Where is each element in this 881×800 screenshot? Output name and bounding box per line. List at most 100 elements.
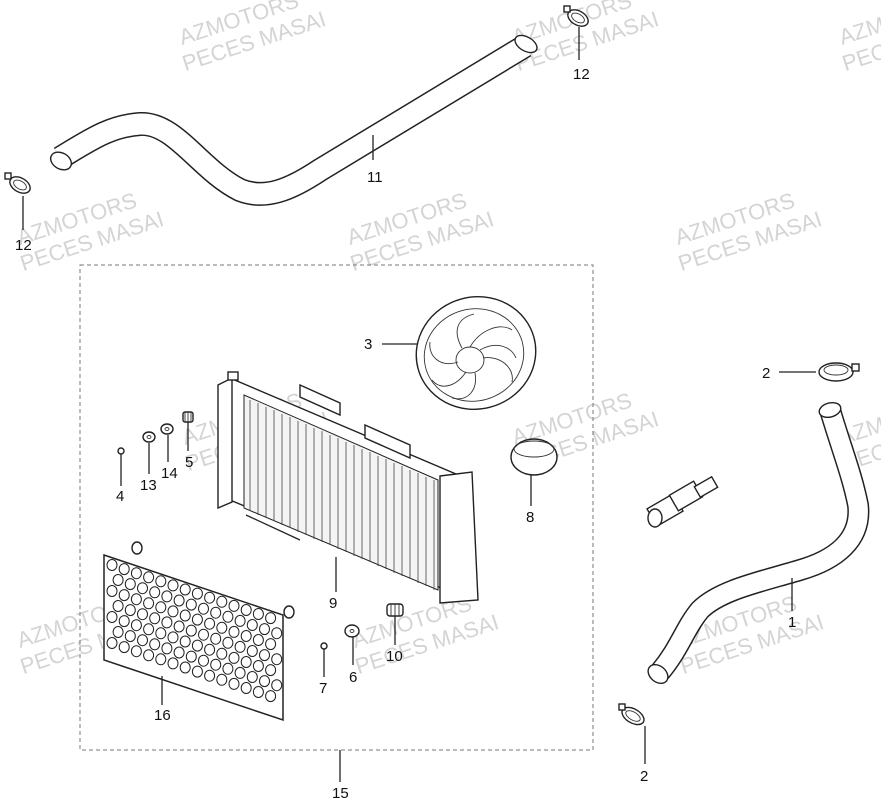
grille-hole (228, 651, 240, 664)
grille-hole (234, 666, 246, 679)
grille-hole (198, 654, 209, 667)
grille-hole (155, 627, 167, 640)
grille-hole (143, 649, 155, 662)
grille-hole (173, 620, 185, 633)
grille-hex-pattern (106, 559, 283, 703)
grille-hole (204, 617, 216, 630)
grommet-part-10 (386, 603, 404, 617)
grille-hole (179, 635, 191, 648)
washer-part-6 (344, 624, 360, 638)
watermark-1: AZMOTORS PECES MASAI (176, 0, 329, 76)
grille-hole (222, 610, 234, 623)
radiator-cap-part-8 (510, 438, 558, 476)
watermark-4: AZMOTORS PECES MASAI (14, 188, 167, 276)
grille-hole (161, 590, 173, 603)
callout-4: 4 (116, 488, 124, 505)
watermark-6: AZMOTORS PECES MASAI (672, 188, 825, 276)
grille-hole (106, 585, 118, 597)
temperature-sensor (646, 475, 719, 528)
callout-6: 6 (349, 669, 357, 686)
grille-hole (143, 597, 155, 610)
hose-clamp-right (818, 362, 860, 382)
grille-hole (271, 679, 283, 692)
grille-hole (246, 645, 258, 657)
callout-11: 11 (367, 169, 383, 186)
grille-hole (155, 653, 167, 666)
lower-hose (647, 401, 870, 685)
grille-hole (112, 626, 124, 638)
watermark-3: AZMOTORS PECES MASAI (836, 0, 881, 76)
callout-10: 10 (386, 648, 403, 665)
grille-hole (191, 639, 203, 652)
grille-hole (155, 601, 167, 614)
grille-hole (124, 578, 136, 591)
grille-hole (167, 579, 179, 592)
grille-hole (234, 614, 246, 627)
grille-hole (185, 650, 197, 663)
grille-hole (210, 606, 222, 619)
callout-5: 5 (185, 454, 193, 471)
callout-labels: 12 11 12 3 2 4 13 14 5 8 9 1 10 6 7 16 2… (15, 66, 796, 800)
grille-hole (246, 671, 258, 683)
grille-hole (179, 661, 191, 674)
grille-hole (228, 625, 240, 638)
grille-hole (198, 602, 209, 615)
grille-hole (161, 642, 173, 655)
grille-hole (137, 608, 148, 621)
radiator-grille (103, 541, 295, 722)
grille-hole (143, 623, 155, 636)
grille-hole (228, 599, 240, 612)
grille-hole (173, 594, 185, 607)
grille-hole (149, 612, 161, 625)
radiator (217, 371, 479, 604)
hose-clamp-upper-left (4, 172, 31, 194)
grille-hole (106, 559, 118, 571)
grille-hole (185, 598, 197, 611)
grille-hole (265, 690, 277, 703)
grille-hole (149, 586, 161, 599)
grille-hole (124, 630, 136, 643)
grille-hole (130, 593, 142, 606)
grille-hole (167, 631, 179, 644)
callout-8: 8 (526, 509, 534, 526)
grille-hole (185, 624, 197, 637)
callout-3: 3 (364, 336, 372, 353)
grille-hole (167, 657, 179, 670)
grille-hole (252, 660, 264, 672)
grille-hole (216, 673, 228, 686)
grille-hole (216, 647, 228, 660)
grille-hole (204, 591, 216, 604)
grille-hole (210, 658, 222, 671)
grille-hole (204, 669, 216, 682)
grille-hole (216, 621, 228, 634)
grille-hole (118, 615, 130, 628)
grille-hole (124, 604, 136, 617)
grille-hole (191, 613, 203, 626)
hose-clamp-lower (618, 703, 645, 726)
callout-12-left: 12 (15, 237, 32, 254)
grille-hole (118, 641, 130, 654)
callout-12-top: 12 (573, 66, 590, 83)
callout-15: 15 (332, 785, 349, 800)
grille-hole (143, 571, 155, 584)
grille-hole (210, 632, 222, 645)
grille-hole (155, 575, 167, 588)
grommet-part-5 (182, 411, 194, 423)
grille-hole (240, 682, 252, 694)
grille-hole (246, 619, 258, 631)
watermark-5: AZMOTORS PECES MASAI (344, 188, 497, 276)
callout-2-right: 2 (762, 365, 770, 382)
grille-hole (259, 623, 270, 636)
grille-hole (252, 634, 264, 646)
hose-clamp-upper-right (563, 5, 589, 27)
grille-hole (118, 563, 130, 576)
grille-hole (161, 616, 173, 629)
grille-hole (118, 589, 130, 602)
assembly-boundary-box (79, 264, 594, 751)
grille-hole (191, 587, 203, 600)
grille-hole (271, 653, 283, 666)
grille-hole (265, 612, 277, 625)
grille-hole (234, 640, 246, 653)
